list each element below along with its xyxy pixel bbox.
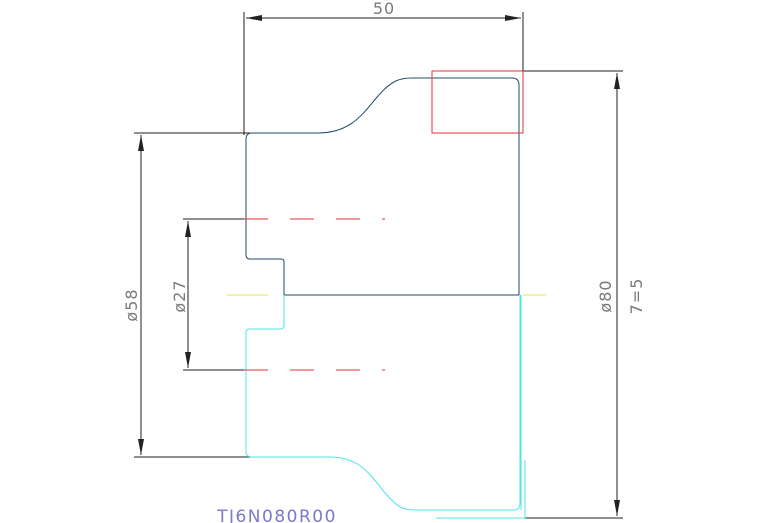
length-label: 50 — [373, 0, 395, 18]
lower-tool-box — [436, 460, 526, 519]
part-number-label: TJ6N080R00 — [216, 507, 337, 523]
length-arrow-right — [505, 15, 521, 21]
outer-arrow-top — [614, 73, 620, 89]
length-arrow-left — [246, 15, 262, 21]
flange-diameter-label: ø58 — [122, 288, 141, 321]
bore-arrow-top — [185, 221, 191, 237]
tool-profile-box — [431, 70, 524, 134]
outer-diameter-dimension — [523, 70, 623, 519]
bore-arrow-bottom — [185, 352, 191, 368]
flange-arrow-bottom — [138, 439, 144, 455]
upper-part-outline — [245, 77, 520, 295]
bore-diameter-dimension — [183, 218, 244, 371]
lower-part-outline — [245, 295, 521, 511]
outer-arrow-bottom — [614, 500, 620, 516]
flange-arrow-top — [138, 135, 144, 151]
length-dimension — [243, 12, 524, 135]
flange-diameter-dimension — [134, 132, 250, 458]
count-note-label: 7=5 — [627, 278, 646, 315]
bore-diameter-label: ø27 — [170, 279, 189, 312]
outer-diameter-label: ø80 — [596, 279, 615, 312]
